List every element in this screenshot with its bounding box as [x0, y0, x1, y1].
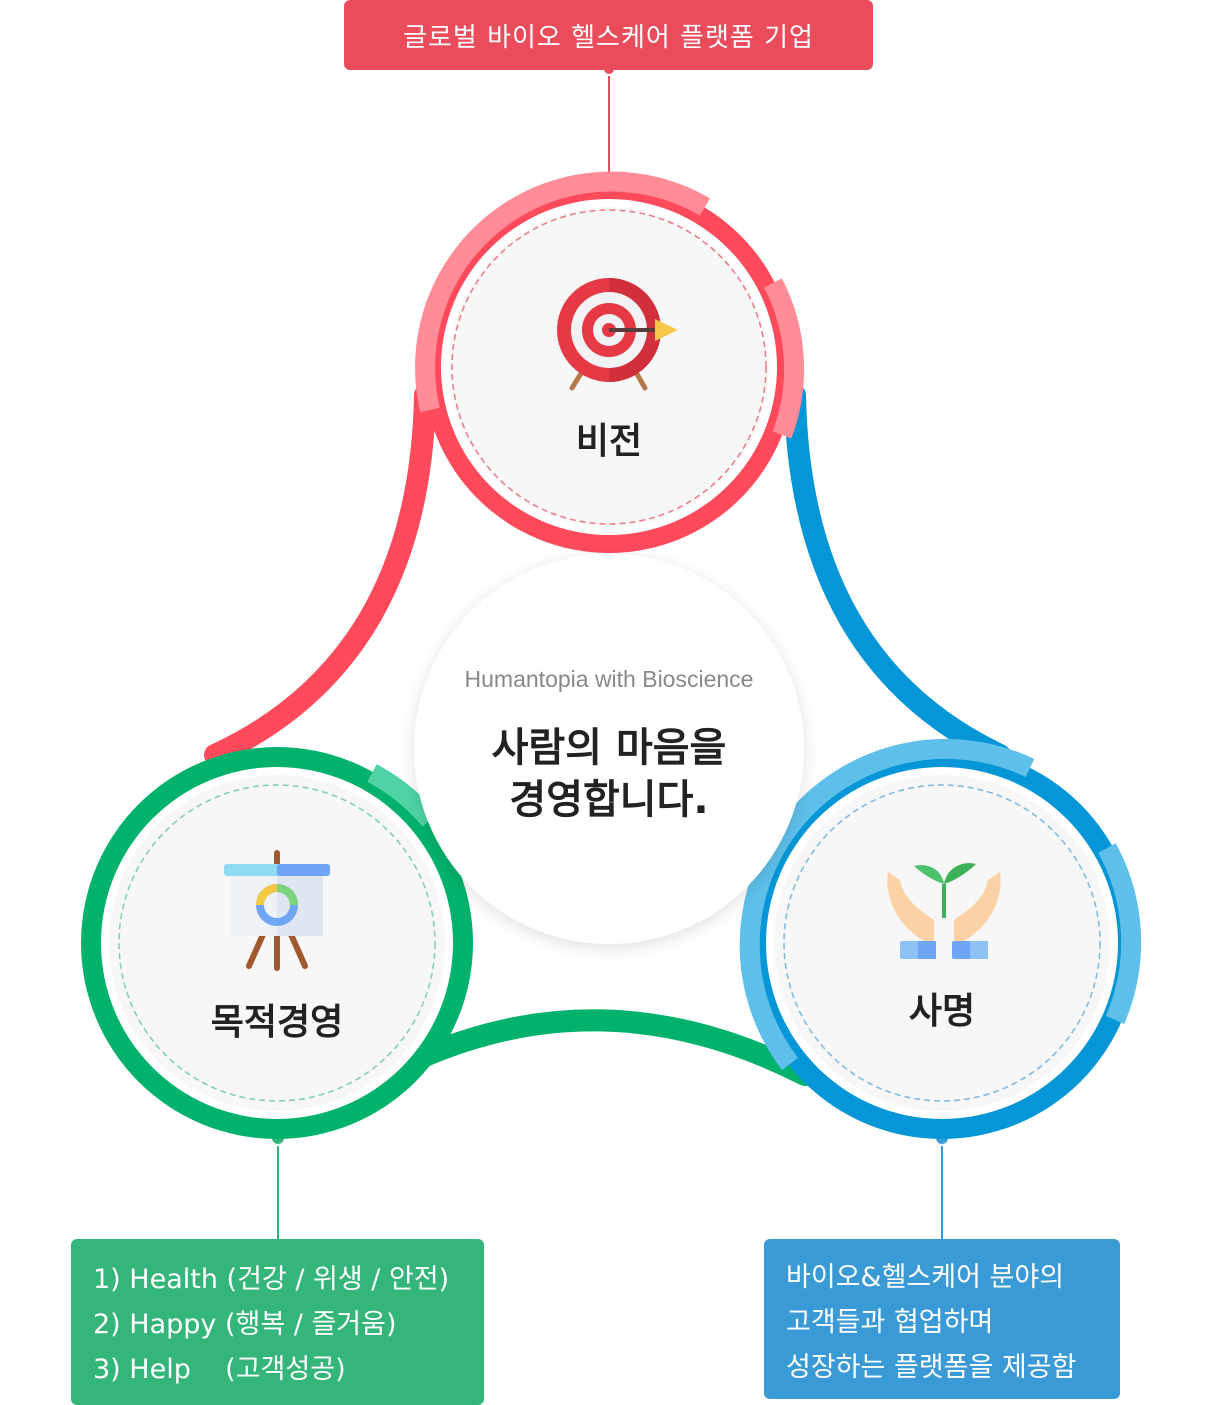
green-connector-arc: [409, 1009, 816, 1086]
mission-line: 고객들과 협업하며: [786, 1307, 994, 1338]
presentation-board-icon: [224, 850, 330, 971]
purpose-item: 1) Health (건강 / 위생 / 안전): [93, 1264, 450, 1295]
purpose-item: 2) Happy (행복 / 즐거움): [93, 1309, 397, 1340]
target-icon: [557, 278, 678, 391]
vision-title: 비전: [575, 421, 643, 462]
center-title: 사람의 마음을 경영합니다.: [414, 722, 804, 826]
center-subtitle: Humantopia with Bioscience: [464, 666, 754, 692]
purpose-title: 목적경영: [210, 1002, 344, 1043]
mission-line: 바이오&헬스케어 분야의: [786, 1262, 1065, 1293]
mission-description-box: 바이오&헬스케어 분야의 고객들과 협업하며 성장하는 플랫폼을 제공함: [764, 1239, 1120, 1399]
red-connector-arc: [204, 384, 436, 766]
center-title-line-1: 사람의 마음을: [491, 725, 727, 771]
vision-badge-text: 글로벌 바이오 헬스케어 플랫폼 기업: [403, 22, 814, 53]
vision-badge: 글로벌 바이오 헬스케어 플랫폼 기업: [344, 0, 873, 70]
purpose-description-box: 1) Health (건강 / 위생 / 안전) 2) Happy (행복 / …: [71, 1239, 484, 1405]
mission-line: 성장하는 플랫폼을 제공함: [786, 1352, 1077, 1383]
center-title-line-2: 경영합니다.: [509, 777, 709, 823]
blue-connector-arc: [784, 384, 1011, 766]
purpose-item: 3) Help (고객성공): [93, 1354, 346, 1385]
center-circle: [414, 554, 804, 944]
mission-title: 사명: [908, 991, 976, 1032]
sprout-hands-icon: [887, 863, 1001, 959]
mission-node: [739, 739, 1142, 1139]
